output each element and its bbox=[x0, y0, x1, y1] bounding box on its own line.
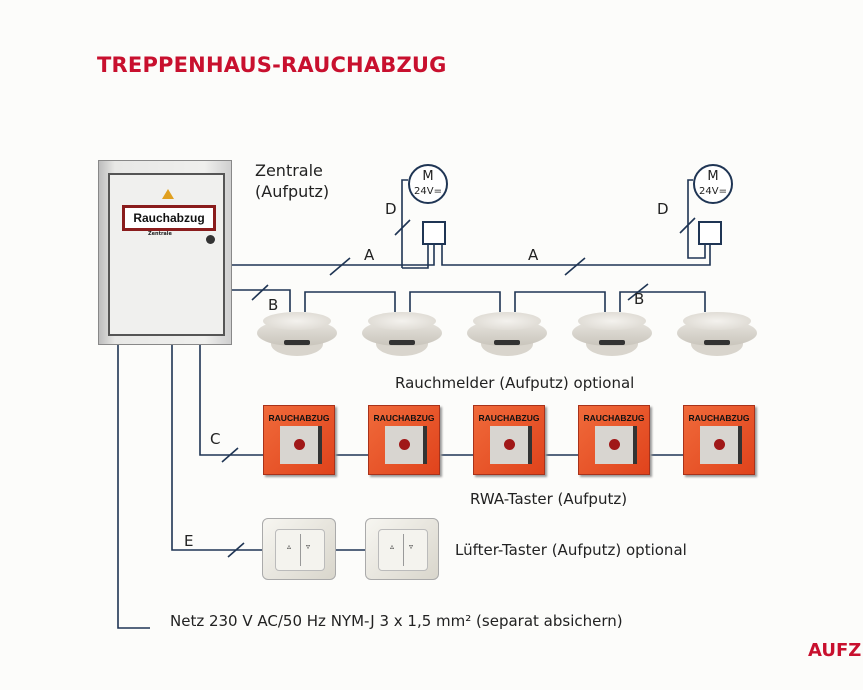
cabinet-label-line2: (Aufputz) bbox=[255, 182, 330, 201]
cabinet-label: Zentrale (Aufputz) bbox=[255, 160, 329, 202]
motor-junction-box-2 bbox=[698, 221, 722, 245]
rwa-button-box: RAUCHABZUG bbox=[578, 405, 650, 475]
diagram-title: TREPPENHAUS-RAUCHABZUG bbox=[97, 53, 447, 77]
smoke-detector bbox=[362, 312, 442, 356]
cable-label-e: E bbox=[184, 532, 194, 550]
mains-label: Netz 230 V AC/50 Hz NYM-J 3 x 1,5 mm² (s… bbox=[170, 612, 623, 630]
arrow-down-icon: ▿ bbox=[306, 542, 311, 551]
motor-voltage: 24V= bbox=[414, 186, 442, 197]
vent-switch: ▵▿ bbox=[365, 518, 439, 580]
rwa-button-box: RAUCHABZUG bbox=[473, 405, 545, 475]
rwa-box-text: RAUCHABZUG bbox=[583, 413, 645, 423]
cabinet-sub: Zentrale bbox=[148, 231, 172, 237]
cable-mains bbox=[117, 345, 150, 629]
motor-1: M 24V= bbox=[408, 164, 448, 204]
rwa-label: RWA-Taster (Aufputz) bbox=[470, 490, 628, 508]
rwa-box-text: RAUCHABZUG bbox=[688, 413, 750, 423]
arrow-down-icon: ▿ bbox=[409, 542, 414, 551]
smoke-detector bbox=[677, 312, 757, 356]
control-cabinet: Rauchabzug Zentrale bbox=[98, 160, 232, 345]
rwa-button-box: RAUCHABZUG bbox=[263, 405, 335, 475]
switch-label: Lüfter-Taster (Aufputz) optional bbox=[455, 541, 687, 559]
cable-label-a1: A bbox=[364, 246, 375, 264]
smoke-detector bbox=[257, 312, 337, 356]
cable-slash-marks bbox=[221, 217, 696, 558]
motor-2: M 24V= bbox=[693, 164, 733, 204]
smoke-detector bbox=[572, 312, 652, 356]
cable-label-b2: B bbox=[634, 290, 645, 308]
cable-e bbox=[171, 345, 365, 551]
warning-icon bbox=[162, 189, 174, 199]
cable-d2 bbox=[687, 179, 706, 259]
smoke-detector bbox=[467, 312, 547, 356]
corner-heading: AUFZ bbox=[808, 640, 862, 661]
cable-c bbox=[199, 345, 755, 456]
cable-b bbox=[232, 289, 706, 312]
cable-label-b1: B bbox=[268, 296, 279, 314]
arrow-up-icon: ▵ bbox=[390, 542, 395, 551]
cable-label-a2: A bbox=[528, 246, 539, 264]
motor-letter: M bbox=[422, 169, 434, 184]
motor-letter: M bbox=[707, 169, 719, 184]
cable-label-c: C bbox=[210, 430, 221, 448]
rwa-button-box: RAUCHABZUG bbox=[683, 405, 755, 475]
rwa-box-text: RAUCHABZUG bbox=[268, 413, 330, 423]
rwa-box-text: RAUCHABZUG bbox=[373, 413, 435, 423]
detectors-label: Rauchmelder (Aufputz) optional bbox=[395, 374, 635, 392]
rwa-box-text: RAUCHABZUG bbox=[478, 413, 540, 423]
motor-voltage: 24V= bbox=[699, 186, 727, 197]
lock-icon bbox=[206, 235, 215, 244]
cabinet-label-line1: Zentrale bbox=[255, 161, 323, 180]
motor-junction-box-1 bbox=[422, 221, 446, 245]
cable-label-d1: D bbox=[385, 200, 397, 218]
vent-switch: ▵▿ bbox=[262, 518, 336, 580]
rwa-button-box: RAUCHABZUG bbox=[368, 405, 440, 475]
cable-label-d2: D bbox=[657, 200, 669, 218]
cabinet-sign: Rauchabzug bbox=[122, 205, 216, 231]
arrow-up-icon: ▵ bbox=[287, 542, 292, 551]
cable-a bbox=[232, 245, 711, 266]
cable-d1 bbox=[401, 179, 429, 269]
